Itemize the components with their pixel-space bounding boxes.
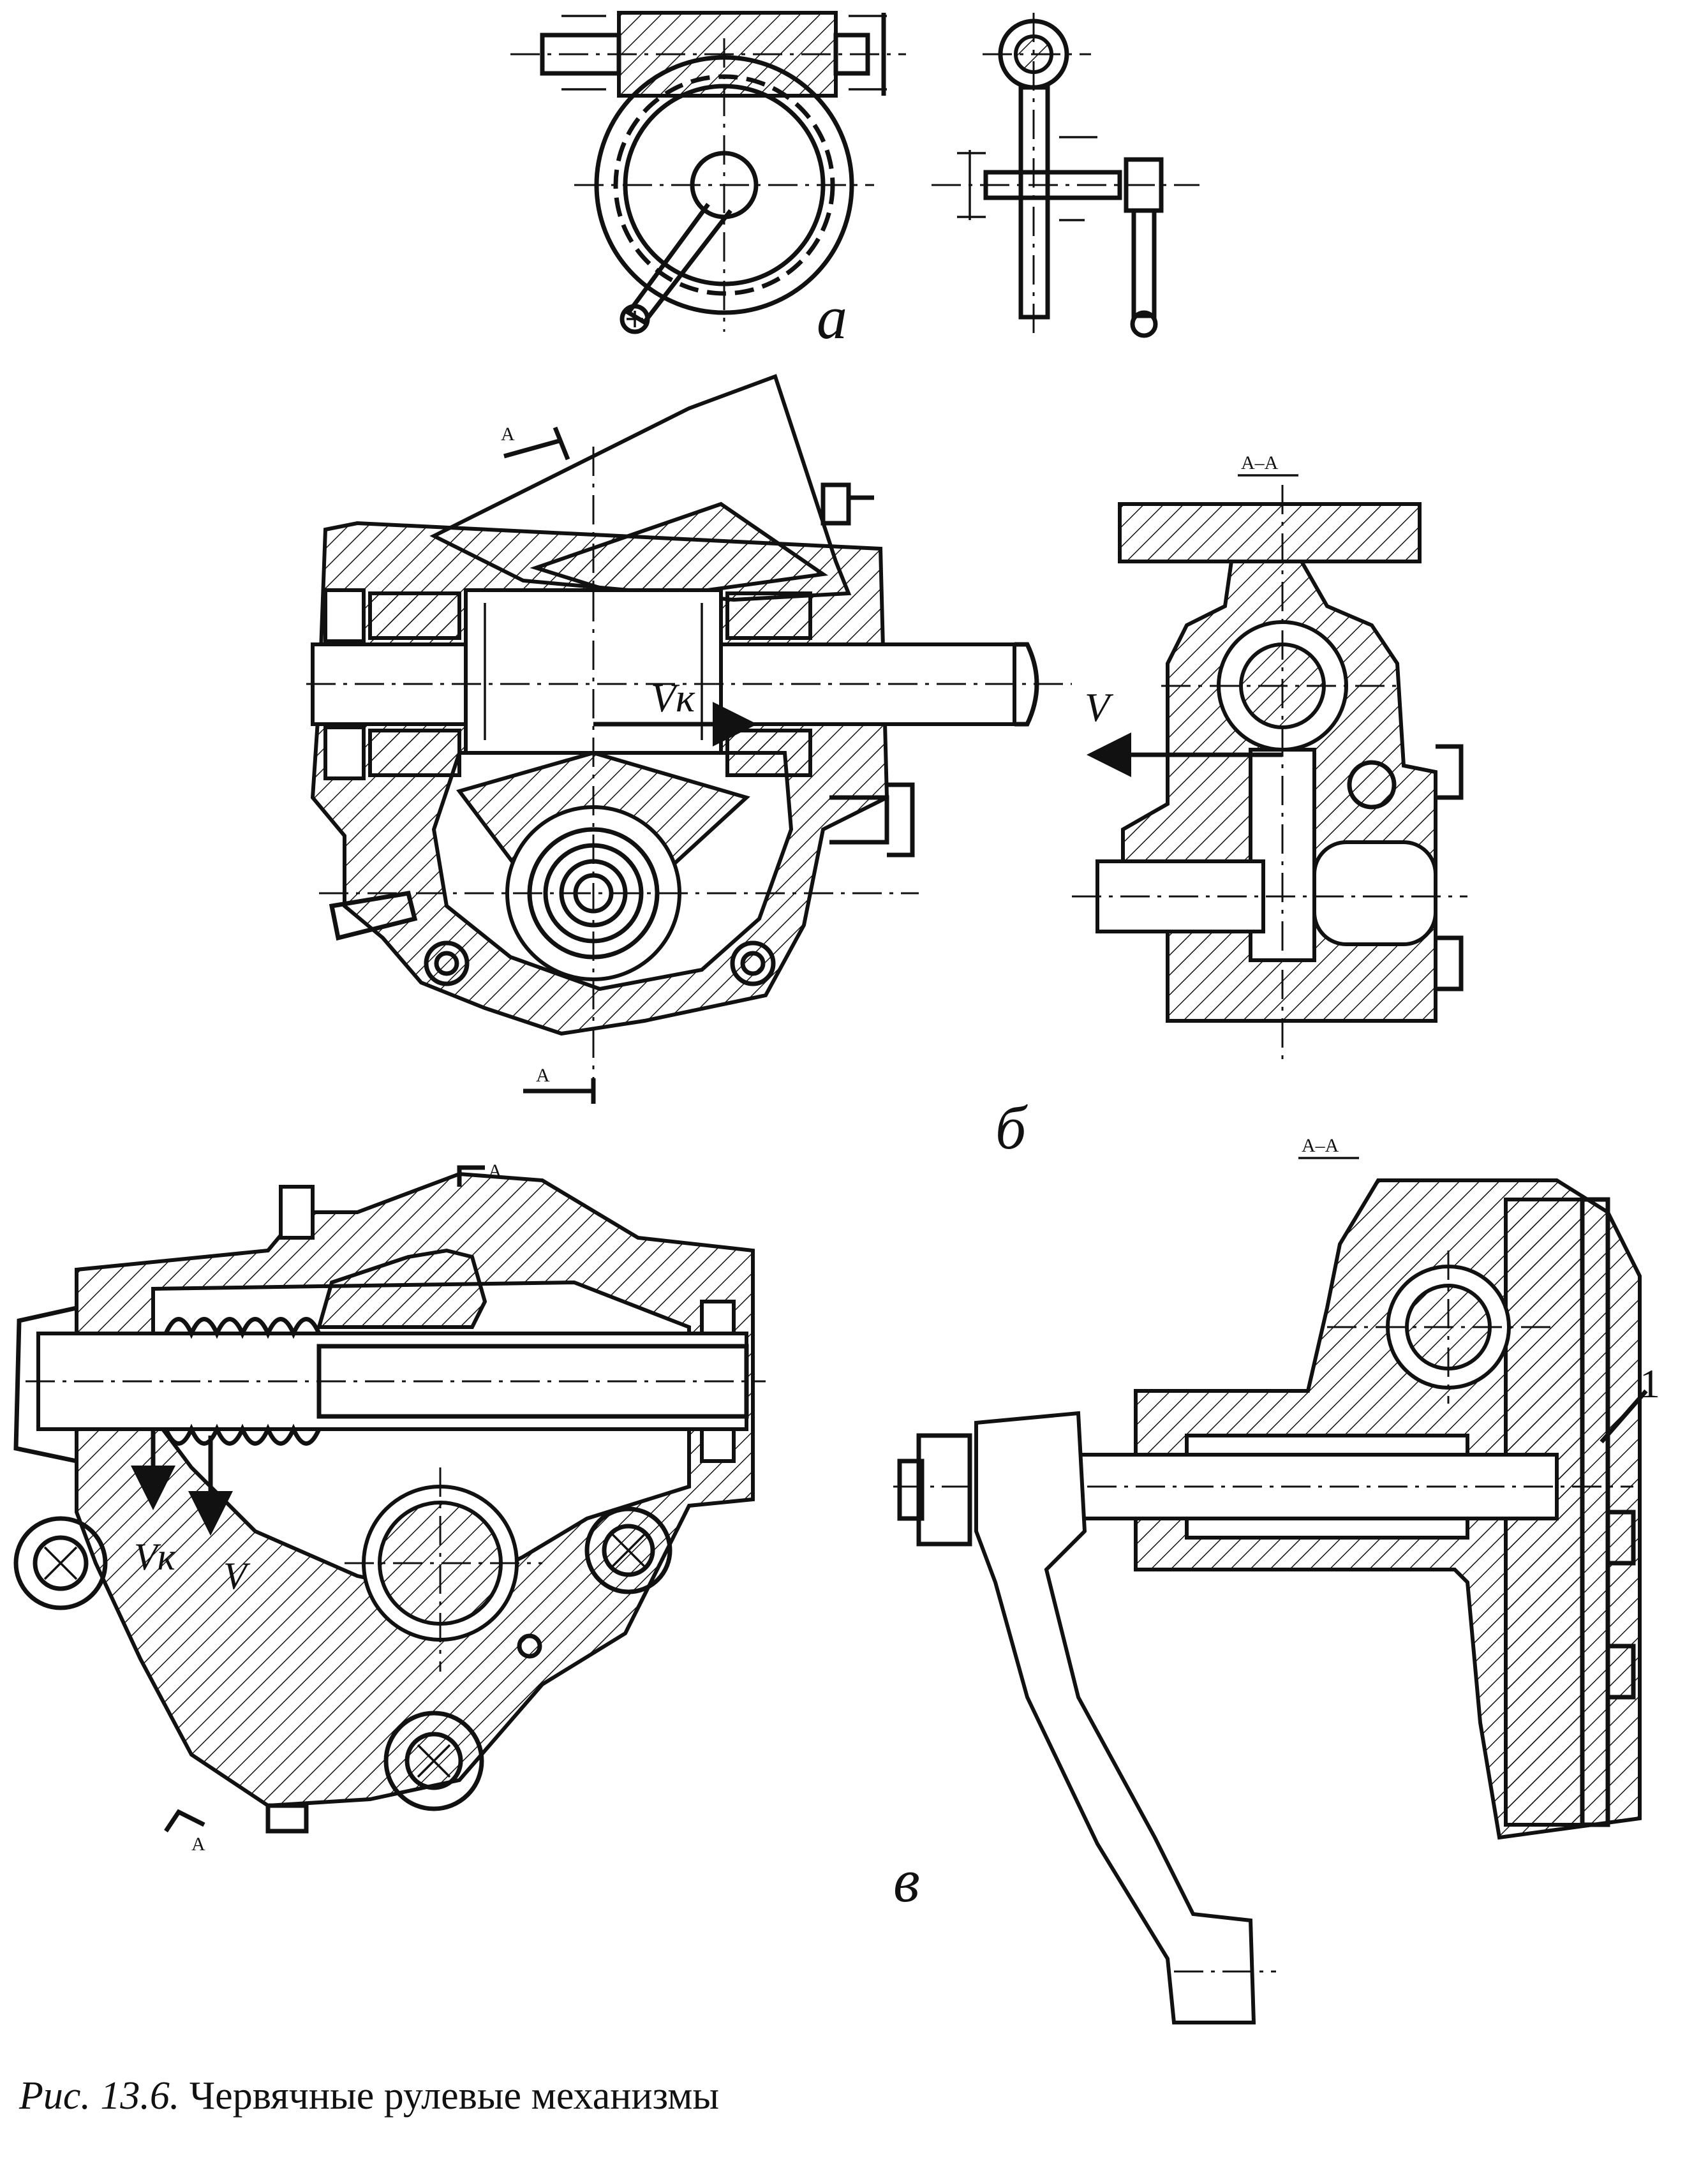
side-arm (1131, 208, 1157, 318)
v-callout-1: 1 (1640, 1361, 1660, 1406)
b-vk-label: Vк (651, 675, 695, 720)
b-cut-mark-bottom: A (536, 1065, 550, 1086)
pitman-arm-a (625, 202, 732, 325)
v-section-nut (916, 1433, 972, 1547)
v-cut-mark-top: A (488, 1161, 502, 1182)
label-a: а (817, 283, 847, 352)
scheme-a: а (510, 11, 1199, 352)
b-lube-fitting (329, 891, 418, 941)
v-worm-threads-bottom (163, 1423, 322, 1446)
scheme-v-section: A–A 1 (893, 1135, 1660, 2024)
label-b: б (995, 1094, 1028, 1162)
figure-caption: Рис. 13.6. Червячные рулевые механизмы (19, 2074, 1168, 2119)
b-section-v-label: V (1085, 685, 1114, 730)
v-section-title: A–A (1302, 1135, 1339, 1156)
v-vk-label: Vк (134, 1536, 176, 1578)
b-section-title: A–A (1241, 452, 1279, 473)
v-callout-leader (1600, 1389, 1648, 1444)
v-worm-threads-top (163, 1317, 322, 1339)
scheme-v-main: Vк V A A в (13, 1161, 920, 1915)
b-adjust-screw (829, 782, 915, 858)
caption-text: Червячные рулевые механизмы (189, 2074, 720, 2118)
b-cut-mark-top: A (501, 424, 515, 445)
b-section-flange (1118, 502, 1422, 563)
b-section-roller-right (1312, 840, 1437, 946)
scheme-b-main: Vк A A (306, 374, 1072, 1104)
label-v: в (893, 1846, 920, 1915)
v-end-cap (13, 1305, 77, 1464)
v-pitman-arm (974, 1411, 1256, 2024)
v-sector-teeth (316, 1248, 487, 1329)
caption-prefix: Рис. 13.6. (19, 2074, 180, 2118)
support-marks (561, 15, 887, 91)
v-cut-mark-bottom: A (191, 1834, 205, 1855)
v-v-label: V (223, 1555, 251, 1597)
scheme-b-section: A–A V б (995, 452, 1467, 1162)
